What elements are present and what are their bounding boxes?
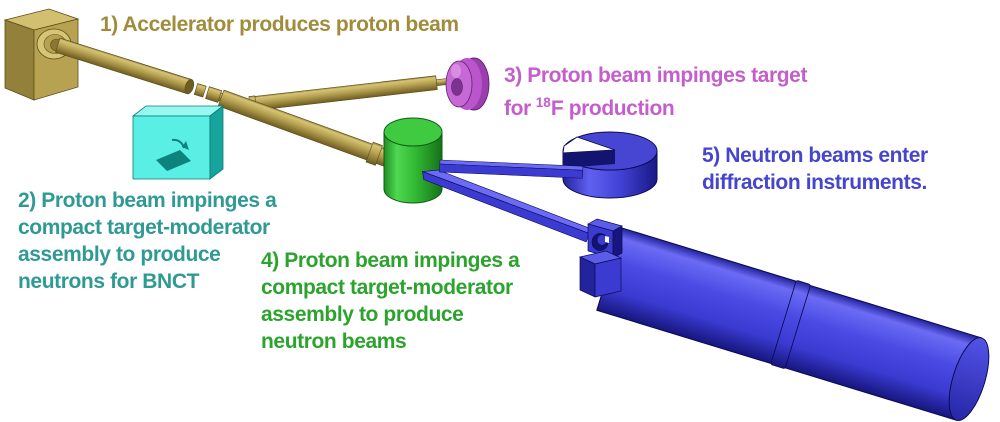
accelerator-box-left-face [4, 19, 35, 101]
beam-chopper-assembly [578, 218, 623, 298]
drum-notch-inner-wall [563, 150, 615, 168]
beam-pipe-segment [254, 75, 438, 111]
diffraction-instrument-drum [562, 131, 658, 199]
disc-highlight [451, 64, 461, 78]
label-line: 3) Proton beam impinges target [504, 64, 808, 87]
neutron-beam-guide-2 [422, 169, 592, 243]
chopper-hub [597, 235, 607, 245]
chopper-base-front [579, 256, 596, 298]
label-step4-neutron-beams: 4) Proton beam impinges a compact target… [261, 247, 520, 355]
label-step5-diffraction: 5) Neutron beams enter diffraction instr… [702, 142, 928, 196]
label-line: for 18F production [504, 89, 807, 122]
cylinder-end-cap [948, 337, 990, 421]
label-line: 4) Proton beam impinges a [261, 249, 520, 272]
beam-pipe-flange [365, 141, 383, 166]
label-line: 1) Accelerator produces proton beam [100, 13, 459, 36]
cube-right-face [209, 105, 224, 180]
label-line: assembly to produce [261, 303, 464, 326]
label-step3-f18-target: 3) Proton beam impinges target for 18F pr… [504, 62, 807, 122]
label-step2-bnct: 2) Proton beam impinges a compact target… [18, 187, 277, 295]
beam-pipe-cap [184, 79, 195, 95]
cylinder-seam-ring [770, 280, 811, 369]
label-line: 5) Neutron beams enter [702, 144, 928, 167]
chopper-glint [605, 236, 609, 243]
drum-beam-notch [562, 136, 616, 154]
treatment-table-icon [156, 138, 191, 171]
label-line: compact target-moderator [261, 276, 513, 299]
moderator-top [383, 117, 443, 147]
beam-guide-side [422, 171, 590, 243]
neutron-beam-guide-1 [439, 159, 584, 179]
target-moderator-assembly [383, 117, 443, 204]
chopper-base-side [594, 257, 622, 298]
label-line: neutron beams [261, 330, 407, 353]
bnct-station-cube [131, 105, 225, 180]
label-line: assembly to produce [18, 243, 221, 266]
cube-top-face [131, 105, 225, 117]
disc-hub [451, 78, 463, 96]
f18-target-disc [445, 57, 490, 111]
cube-front-face [132, 115, 211, 180]
label-text: for [504, 97, 531, 120]
label-line: neutrons for BNCT [18, 270, 200, 293]
chopper-yoke-side [612, 225, 623, 259]
proton-beamline-1 [55, 37, 231, 104]
label-text: F production [550, 97, 675, 120]
label-line: compact target-moderator [18, 216, 270, 239]
label-line: diffraction instruments. [702, 171, 927, 194]
isotope-superscript: 18 [535, 95, 551, 110]
label-line: 2) Proton beam impinges a [18, 189, 277, 212]
diffraction-instrument-cylinder [596, 227, 990, 421]
beam-guide-side [439, 163, 583, 179]
label-step1-accelerator: 1) Accelerator produces proton beam [100, 11, 459, 38]
